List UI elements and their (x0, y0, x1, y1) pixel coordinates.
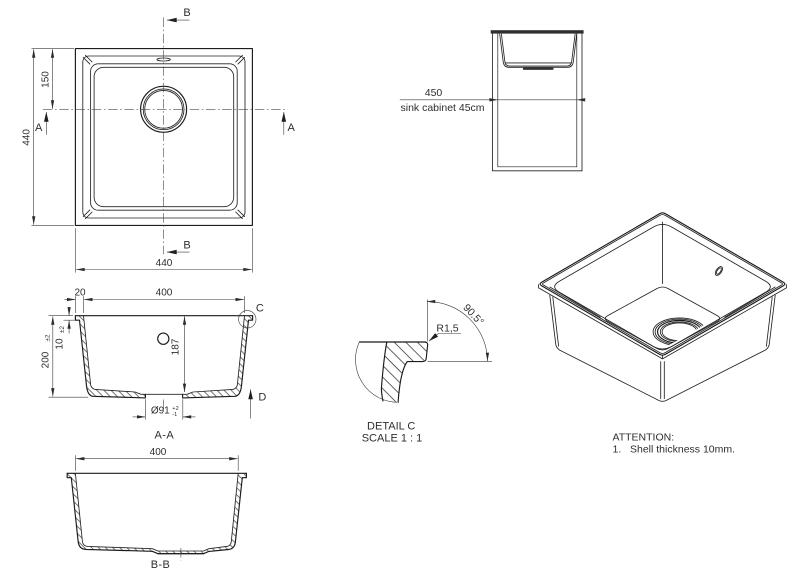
detail-c-letter: C (256, 303, 264, 315)
dim-tol-91-upper: +2 (172, 406, 178, 412)
overflow-inner (715, 267, 722, 275)
section-marker-a-right: A (281, 111, 296, 135)
section-aa-label: A-A (155, 430, 175, 442)
dim-text-91: Ø91 (151, 406, 170, 417)
dim-text-150: 150 (40, 71, 51, 88)
detail-c-scale: SCALE 1 : 1 (362, 432, 423, 444)
corner-blend-lines (82, 54, 246, 220)
dim-text-400-bb: 400 (150, 447, 167, 458)
section-marker-b-bottom: B (166, 239, 191, 255)
dim-tol-200: ±2 (45, 334, 52, 341)
dim-radius-r15: R1,5 (428, 323, 461, 342)
direction-d-marker: D (248, 389, 266, 419)
overflow-outer (714, 266, 723, 276)
dim-text-450: 450 (425, 87, 443, 99)
dim-440-bottom: 440 (75, 228, 253, 273)
section-bb-view: 400 B-B (66, 447, 247, 571)
dim-text-400-aa: 400 (156, 288, 173, 299)
dim-450: 450 sink cabinet 45cm (399, 87, 586, 114)
section-label-a-right: A (288, 122, 296, 134)
countertop (490, 30, 584, 34)
dim-440-left: 440 (22, 48, 74, 226)
detail-c-callout: C (238, 303, 264, 329)
dim-text-440-left: 440 (22, 129, 33, 146)
dim-400-aa: 400 (83, 288, 245, 313)
overflow-hole-section (157, 332, 170, 345)
section-bb-label: B-B (151, 559, 171, 571)
iso-interior (549, 221, 776, 351)
dim-text-20: 20 (74, 288, 86, 299)
section-label-a-left: A (35, 122, 43, 134)
iso-overflow (714, 266, 723, 276)
detail-c-hatch (381, 342, 428, 403)
dim-150: 150 (40, 49, 55, 109)
dim-text-200: 200 (40, 351, 51, 368)
direction-d-letter: D (258, 392, 266, 404)
dim-text-r15: R1,5 (436, 323, 458, 335)
note-item-number: 1. (613, 443, 622, 455)
detail-c-title: DETAIL C (367, 421, 415, 433)
dim-drain-91: Ø91 +2 -1 (132, 399, 196, 420)
dim-200: 200 ±2 (40, 315, 88, 398)
section-aa-outline (74, 315, 254, 399)
section-label-b-top: B (183, 7, 190, 19)
cabinet-label: sink cabinet 45cm (401, 102, 485, 114)
iso-rim-underside (538, 284, 787, 360)
sink-in-cabinet (499, 33, 578, 70)
iso-body (549, 294, 776, 402)
section-marker-b-top: B (166, 7, 191, 23)
section-label-b-bottom: B (183, 239, 190, 251)
section-marker-a-left: A (35, 111, 49, 135)
dim-text-10: 10 (55, 338, 66, 350)
note-heading: ATTENTION: (613, 432, 675, 444)
dim-187: 187 (170, 316, 187, 393)
dim-text-187: 187 (170, 338, 181, 355)
drain-fitting (522, 67, 554, 70)
dim-tol-91-lower: -1 (172, 412, 177, 418)
dim-tol-10: ±2 (59, 326, 66, 333)
detail-c-break-arc (355, 341, 397, 403)
attention-note: ATTENTION: 1. Shell thickness 10mm. (613, 432, 736, 456)
dim-400-bb: 400 (75, 447, 239, 471)
detail-c-circle (238, 310, 257, 329)
isometric-view (538, 212, 787, 402)
dim-20: 20 (64, 288, 86, 313)
cabinet-view: 450 sink cabinet 45cm (399, 30, 586, 172)
section-aa-hatch-right (182, 315, 253, 398)
note-item-text: Shell thickness 10mm. (630, 443, 735, 455)
dim-10: 10 ±2 (55, 307, 75, 350)
section-aa-hatch-left (75, 315, 146, 398)
section-aa-view: 20 400 200 ±2 10 ±2 187 (40, 288, 266, 442)
top-view: B B A A 440 150 440 (22, 7, 296, 273)
detail-c-view: 90.5° R1,5 DETAIL C SCALE 1 : 1 (355, 299, 492, 444)
dim-text-440-bottom: 440 (156, 258, 173, 269)
